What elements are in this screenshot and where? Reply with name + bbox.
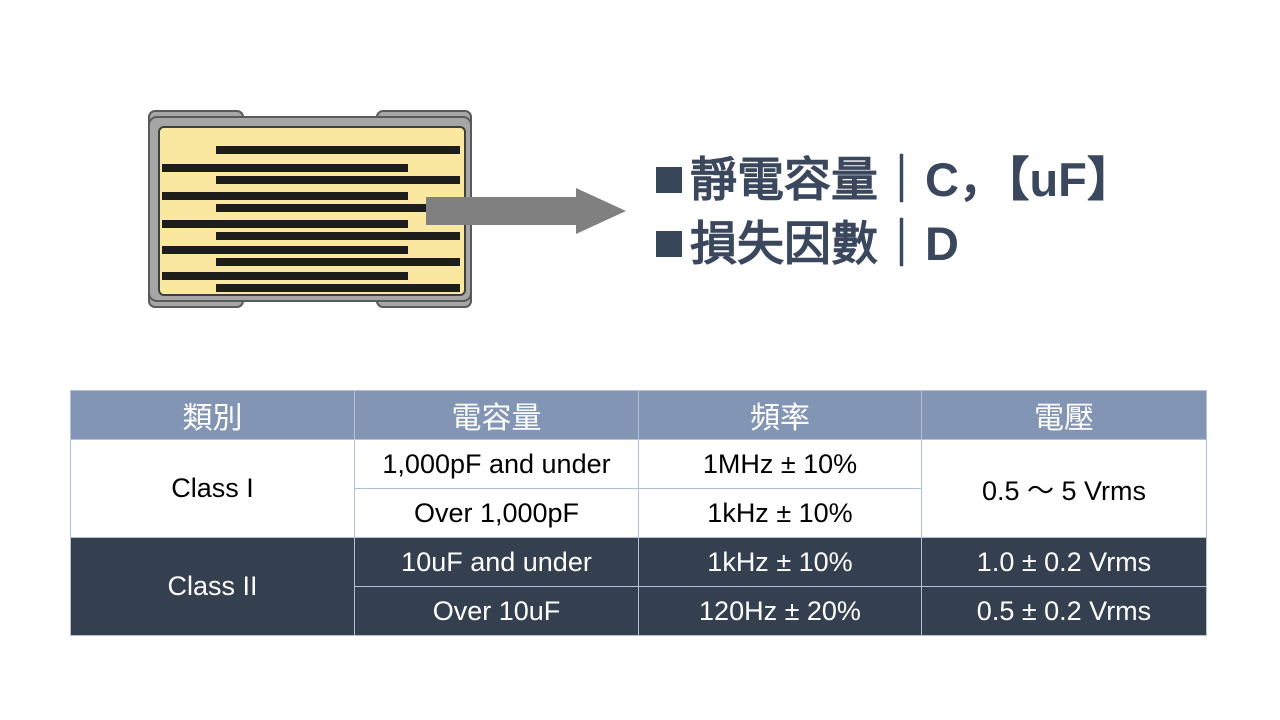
cell-voltage: 0.5 ～ 5 Vrms — [921, 439, 1207, 538]
cell-voltage: 0.5 ± 0.2 Vrms — [921, 586, 1207, 636]
column-header-capacitance: 電容量 — [354, 390, 639, 440]
electrode-plate — [162, 246, 408, 254]
cell-frequency: 1kHz ± 10% — [638, 537, 922, 587]
right-arrow-icon — [426, 188, 626, 234]
spec-item-label: 損失因數｜D — [690, 217, 959, 270]
electrode-plate — [216, 284, 460, 292]
electrode-plate — [162, 192, 408, 200]
column-header-frequency: 頻率 — [638, 390, 922, 440]
electrode-plate — [162, 164, 408, 172]
cell-class-label: Class I — [70, 439, 355, 538]
electrode-plate — [216, 232, 460, 240]
cell-capacitance: 1,000pF and under — [354, 439, 639, 489]
electrode-plate — [216, 258, 460, 266]
capacitor-figure — [148, 110, 472, 308]
capacitor-dielectric-body — [158, 126, 466, 296]
table-row: Class II 10uF and under 1kHz ± 10% 1.0 ±… — [70, 537, 1207, 636]
measurement-conditions-table: 類別 電容量 頻率 電壓 Class I 1,000pF and under 1… — [70, 390, 1207, 636]
cell-frequency: 1kHz ± 10% — [638, 488, 922, 538]
cell-class-label: Class II — [70, 537, 355, 636]
capacitor-outer-body — [148, 116, 472, 302]
square-bullet-icon — [656, 167, 682, 193]
spec-item-capacitance: 靜電容量｜C，【uF】 — [656, 148, 1256, 212]
cell-capacitance: 10uF and under — [354, 537, 639, 587]
cell-capacitance: Over 10uF — [354, 586, 639, 636]
spec-list: 靜電容量｜C，【uF】 損失因數｜D — [656, 148, 1256, 276]
electrode-plate — [216, 146, 460, 154]
electrode-plate — [162, 272, 408, 280]
table-header-row: 類別 電容量 頻率 電壓 — [70, 390, 1207, 440]
spec-item-dissipation-factor: 損失因數｜D — [656, 212, 1256, 276]
column-header-category: 類別 — [70, 390, 355, 440]
table-row: Over 10uF 120Hz ± 20% 0.5 ± 0.2 Vrms — [71, 586, 1207, 636]
cell-voltage: 1.0 ± 0.2 Vrms — [921, 537, 1207, 587]
table-row: Over 1,000pF 1kHz ± 10% — [71, 488, 1207, 538]
cell-capacitance: Over 1,000pF — [354, 488, 639, 538]
spec-item-label: 靜電容量｜C，【uF】 — [690, 153, 1134, 206]
table-row: Class I 1,000pF and under 1MHz ± 10% 0.5… — [70, 439, 1207, 538]
cell-frequency: 1MHz ± 10% — [638, 439, 922, 489]
electrode-plate — [216, 176, 460, 184]
electrode-plate — [162, 220, 408, 228]
electrode-plate — [216, 204, 460, 212]
square-bullet-icon — [656, 231, 682, 257]
cell-frequency: 120Hz ± 20% — [638, 586, 922, 636]
column-header-voltage: 電壓 — [921, 390, 1207, 440]
